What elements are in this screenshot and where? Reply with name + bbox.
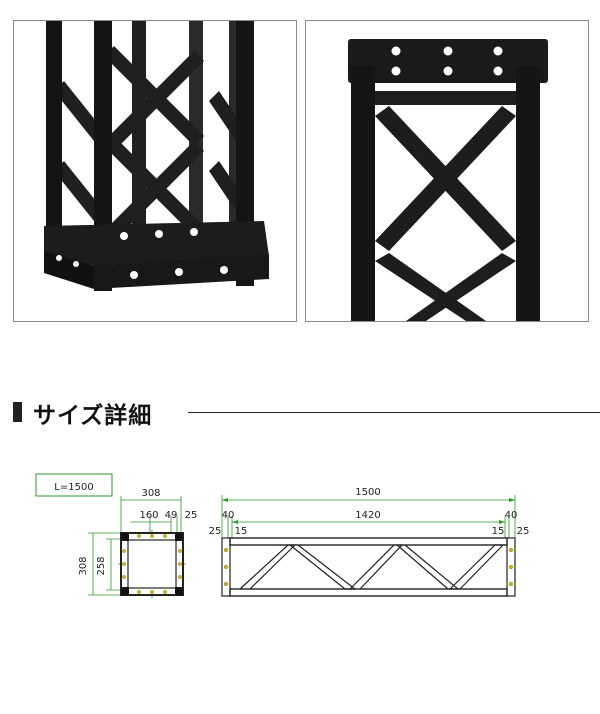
truss-top-photo (305, 20, 589, 322)
cs-spacing-160: 160 (139, 510, 158, 521)
side-inner-length: 1420 (355, 510, 380, 521)
side-right-25: 25 (517, 526, 530, 537)
side-view-truss (221, 537, 516, 597)
length-label-box (35, 473, 113, 497)
side-right-40: 40 (505, 510, 518, 521)
cross-section (120, 532, 184, 596)
section-divider (188, 412, 600, 413)
dimension-drawing: L=1500 308 160 49 25 308 258 (35, 473, 530, 598)
cs-inner-height: 258 (96, 556, 107, 575)
section-marker (13, 402, 22, 422)
truss-base-image (14, 21, 296, 321)
cs-outer-height: 308 (78, 556, 89, 575)
length-label: L=1500 (54, 482, 93, 493)
cs-spacing-25: 25 (185, 510, 198, 521)
side-left-40: 40 (222, 510, 235, 521)
cs-outer-width: 308 (141, 488, 160, 499)
side-right-15: 15 (492, 526, 505, 537)
truss-top-image (306, 21, 588, 321)
section-header: サイズ詳細 (13, 396, 600, 430)
truss-base-photo (13, 20, 297, 322)
side-total-length: 1500 (355, 487, 380, 498)
side-left-25: 25 (209, 526, 222, 537)
section-title: サイズ詳細 (33, 403, 153, 429)
cs-spacing-49: 49 (165, 510, 178, 521)
side-left-15: 15 (235, 526, 248, 537)
